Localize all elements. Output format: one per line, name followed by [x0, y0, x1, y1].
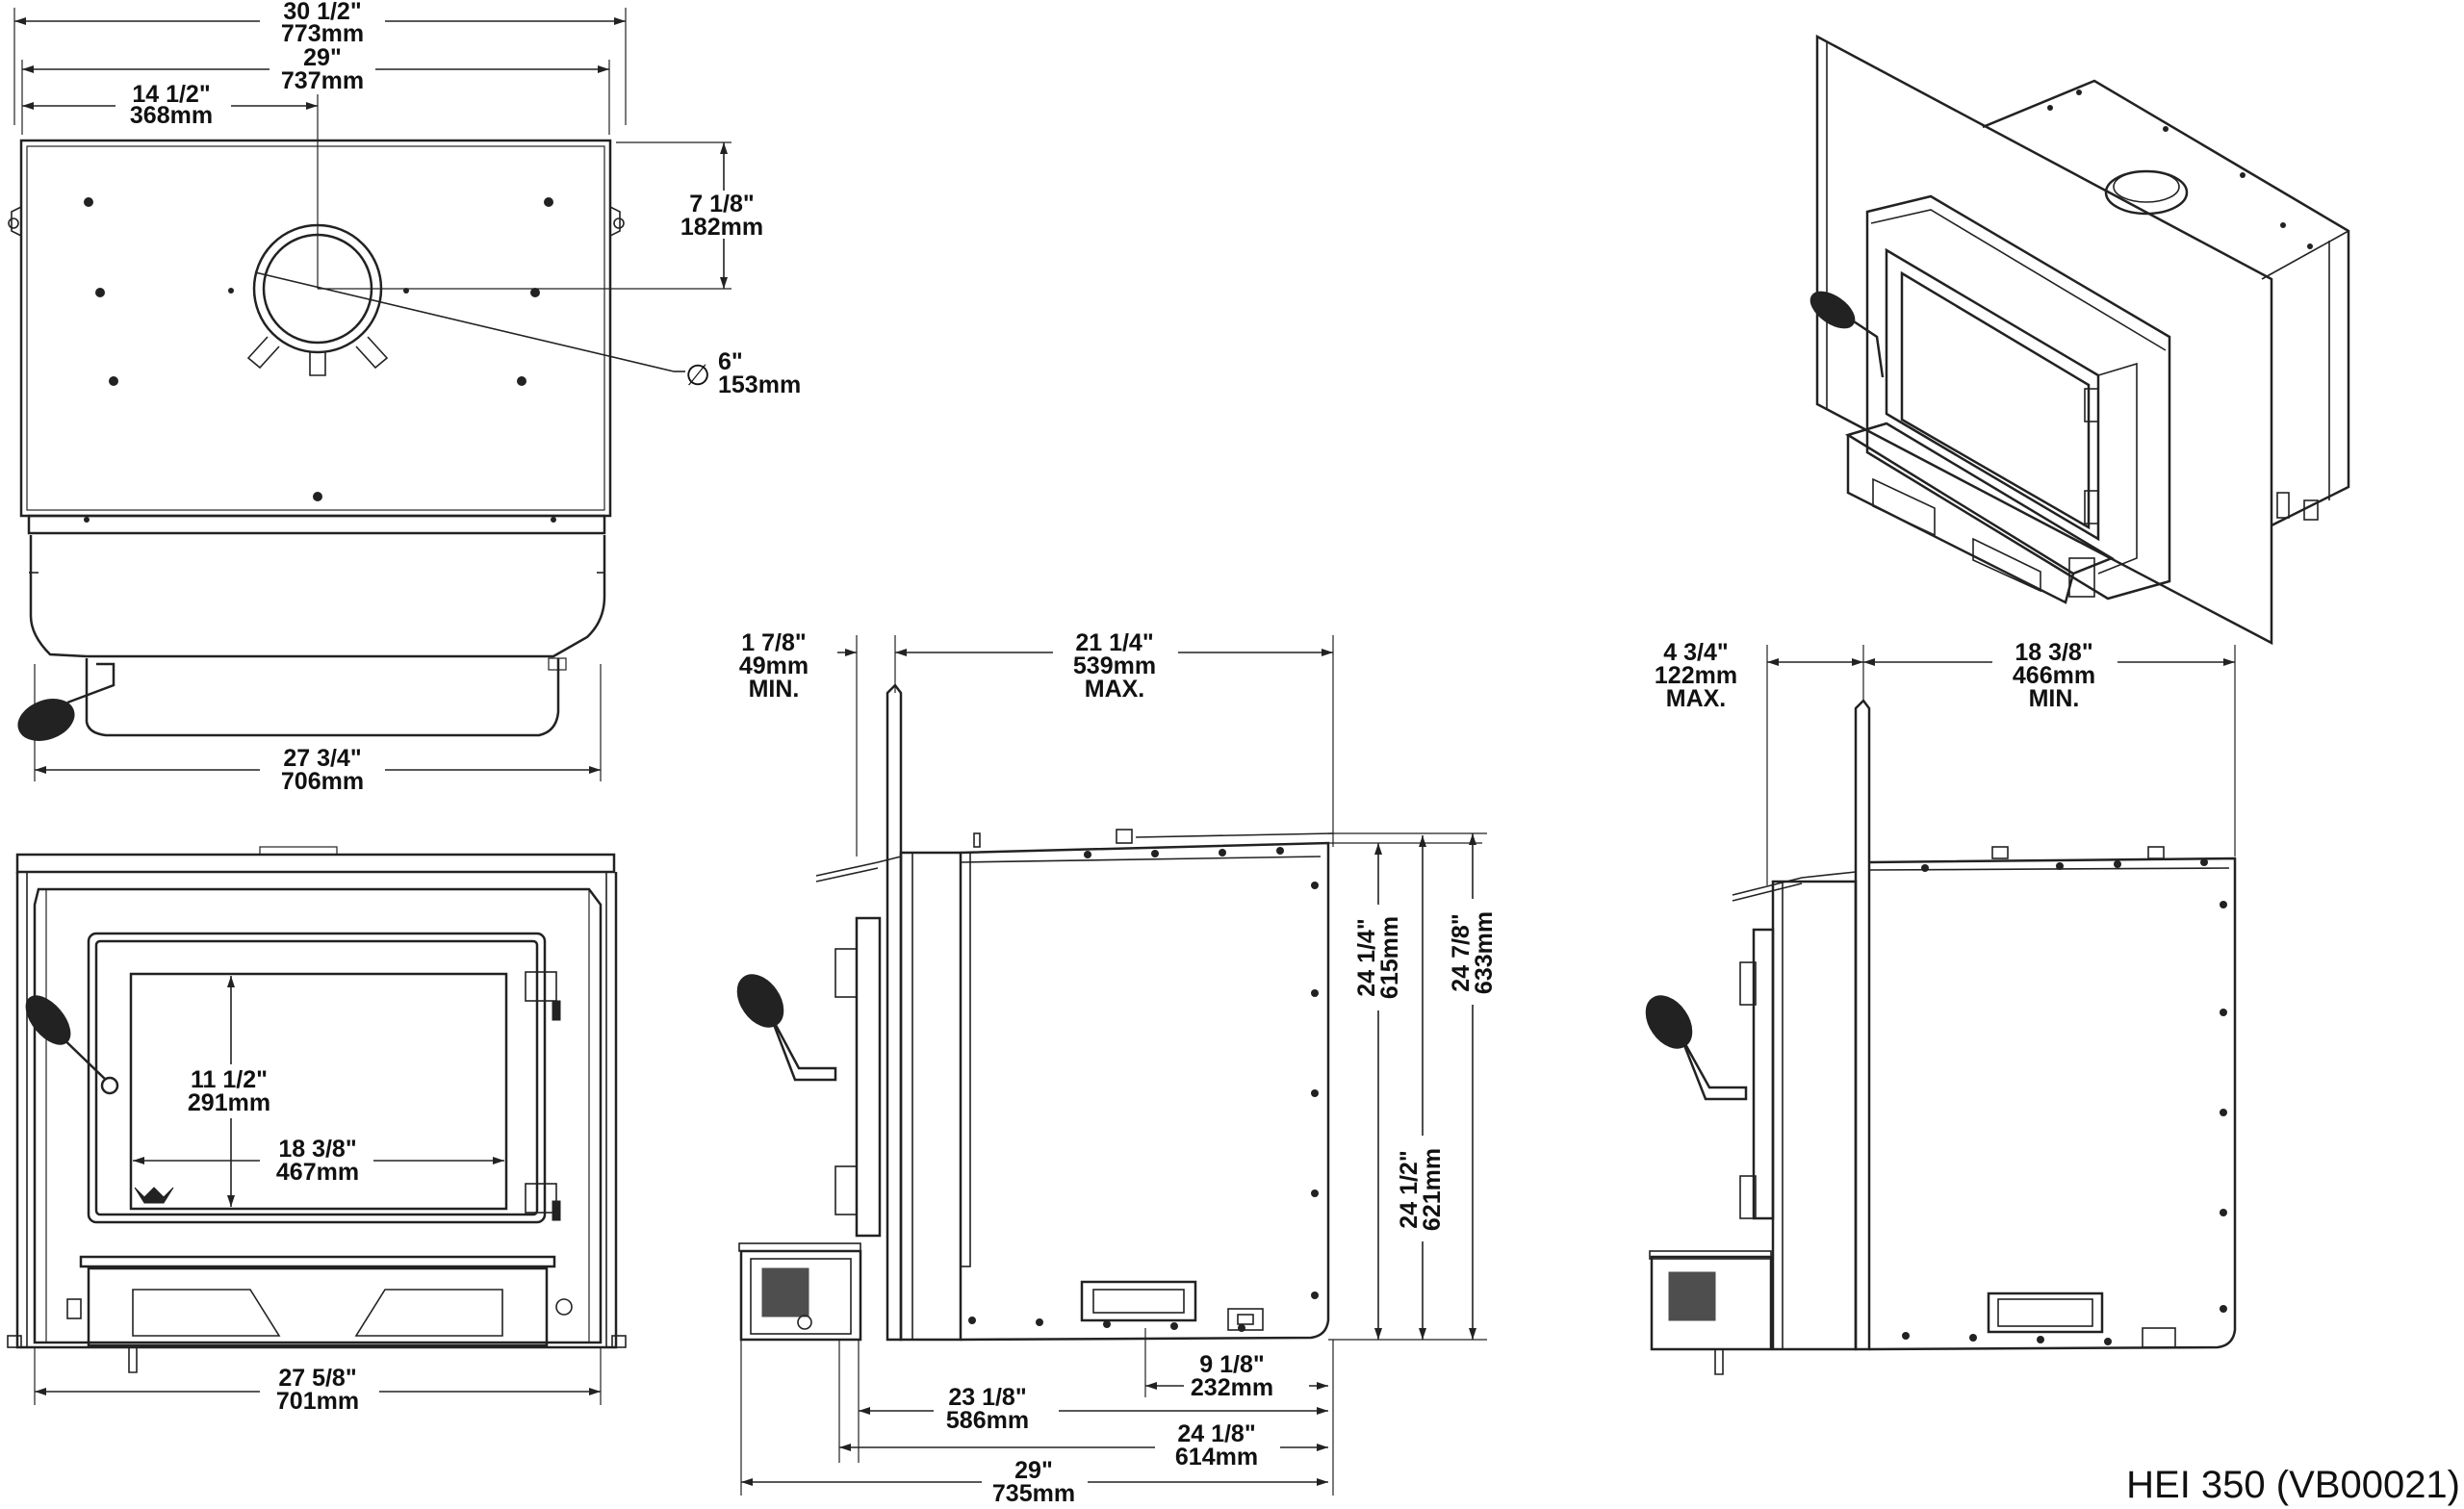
side-insert-depth-max-note: MAX. — [1085, 676, 1145, 703]
side-view-max: 4 3/4" 122mm MAX. 18 3/8" 466mm MIN. — [1645, 637, 2237, 1375]
front-glass-height-imperial: 11 1/2" — [191, 1066, 268, 1093]
front-overall-width-imperial: 27 5/8" — [278, 1365, 356, 1392]
side2-surround-max-metric: 122mm — [1655, 662, 1737, 689]
front-glass-height-metric: 291mm — [188, 1089, 270, 1116]
side-surround-min-note: MIN. — [749, 676, 800, 703]
top-body-width-metric: 737mm — [281, 67, 364, 94]
side-depth-total-metric: 735mm — [992, 1480, 1075, 1507]
model-title: HEI 350 (VB00021) — [2126, 1464, 2460, 1506]
top-overall-width-imperial: 30 1/2" — [283, 0, 361, 25]
side-vent-offset-metric: 232mm — [1191, 1374, 1273, 1401]
front-glass-width-metric: 467mm — [276, 1159, 359, 1186]
side2-surround-max-imperial: 4 3/4" — [1663, 639, 1728, 666]
side-height-overall-imperial: 24 7/8" — [1448, 913, 1475, 991]
front-overall-width-metric: 701mm — [276, 1388, 359, 1415]
side-depth-total-imperial: 29" — [1014, 1457, 1053, 1484]
side-height-lower-metric: 621mm — [1419, 1148, 1446, 1231]
top-body-width-imperial: 29" — [303, 44, 342, 71]
top-bottom-width-imperial: 27 3/4" — [283, 745, 361, 772]
side-height-body-imperial: 24 1/4" — [1353, 918, 1380, 996]
top-flue-diameter-imperial: 6" — [718, 348, 743, 375]
side2-surround-max-note: MAX. — [1666, 685, 1727, 712]
side-depth-b-metric: 614mm — [1175, 1444, 1258, 1471]
side-height-body-metric: 615mm — [1376, 916, 1403, 999]
side-depth-a-imperial: 23 1/8" — [948, 1384, 1026, 1411]
diameter-symbol: ∅ — [685, 360, 710, 392]
top-flue-diameter-metric: 153mm — [718, 371, 801, 398]
side-depth-b-imperial: 24 1/8" — [1177, 1420, 1255, 1447]
side-insert-depth-max-metric: 539mm — [1073, 652, 1156, 679]
side-height-overall-metric: 633mm — [1471, 911, 1498, 994]
side-depth-a-metric: 586mm — [946, 1407, 1029, 1434]
isometric-view — [1810, 34, 2350, 646]
side-surround-min-imperial: 1 7/8" — [741, 629, 806, 656]
top-bottom-width-metric: 706mm — [281, 768, 364, 795]
front-glass-width-imperial: 18 3/8" — [278, 1136, 356, 1163]
side-surround-min-metric: 49mm — [739, 652, 808, 679]
top-overall-width-metric: 773mm — [281, 20, 364, 47]
top-view: 30 1/2" 773mm 29" 737mm 14 1/2" 368mm 7 … — [8, 0, 801, 795]
side-view-min: 1 7/8" 49mm MIN. 21 1/4" 539mm MAX. 24 1… — [736, 627, 1498, 1509]
side2-insert-depth-min-imperial: 18 3/8" — [2015, 639, 2092, 666]
side-vent-offset-imperial: 9 1/8" — [1199, 1351, 1264, 1378]
top-flue-depth-metric: 182mm — [680, 214, 763, 241]
side-height-lower-imperial: 24 1/2" — [1396, 1150, 1423, 1228]
front-view: 11 1/2" 291mm 18 3/8" 467mm 27 5/8" 701m… — [7, 846, 627, 1417]
top-flue-offset-imperial: 14 1/2" — [132, 81, 210, 108]
side2-insert-depth-min-metric: 466mm — [2013, 662, 2095, 689]
top-flue-offset-metric: 368mm — [130, 102, 213, 129]
side-insert-depth-max-imperial: 21 1/4" — [1075, 629, 1153, 656]
side2-insert-depth-min-note: MIN. — [2029, 685, 2080, 712]
top-flue-depth-imperial: 7 1/8" — [689, 191, 754, 217]
